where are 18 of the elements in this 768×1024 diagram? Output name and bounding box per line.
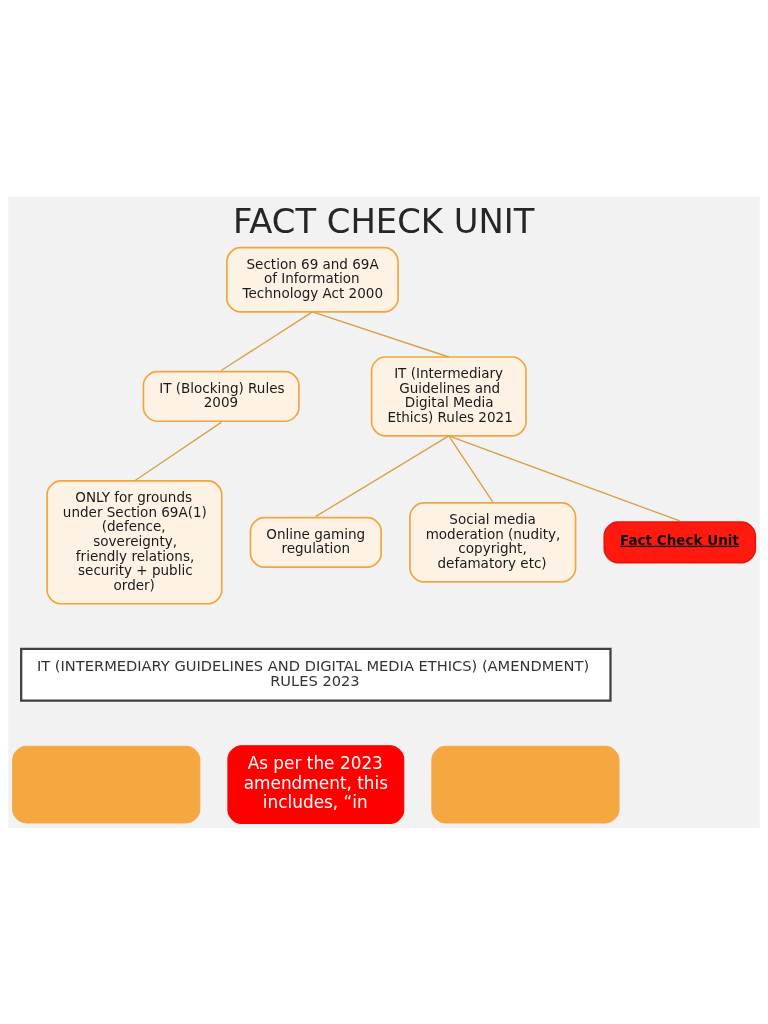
node-box: As per the 2023 amendment, this includes, “in	[227, 744, 405, 824]
node-box: Fact Check Unit	[603, 520, 757, 563]
connector	[220, 310, 314, 371]
node-box: Online gaming regulation	[249, 516, 383, 568]
node-box: IT (INTERMEDIARY GUIDELINES AND DIGITAL MEDIA ETHICS) (AMENDMENT) RULES 2023	[20, 647, 612, 702]
diagram-title: FACT CHECK UNIT	[233, 201, 535, 241]
node-box: ONLY for grounds under Section 69A(1) (defence, sovereignty, friendly relations, security + public order)	[46, 479, 223, 605]
connector	[311, 310, 450, 358]
connector	[315, 434, 450, 517]
connector	[133, 421, 222, 482]
connector	[448, 434, 494, 502]
node-box	[12, 745, 201, 823]
node-box: Section 69 and 69A of Information Technology Act 2000	[225, 246, 399, 313]
node-box: IT (Intermediary Guidelines and Digital Media Ethics) Rules 2021	[370, 355, 527, 437]
connector	[448, 434, 681, 522]
node-box: IT (Blocking) Rules 2009	[142, 370, 300, 422]
node-box: Social media moderation (nudity, copyright, defamatory etc)	[409, 501, 577, 583]
node-box	[431, 745, 620, 823]
